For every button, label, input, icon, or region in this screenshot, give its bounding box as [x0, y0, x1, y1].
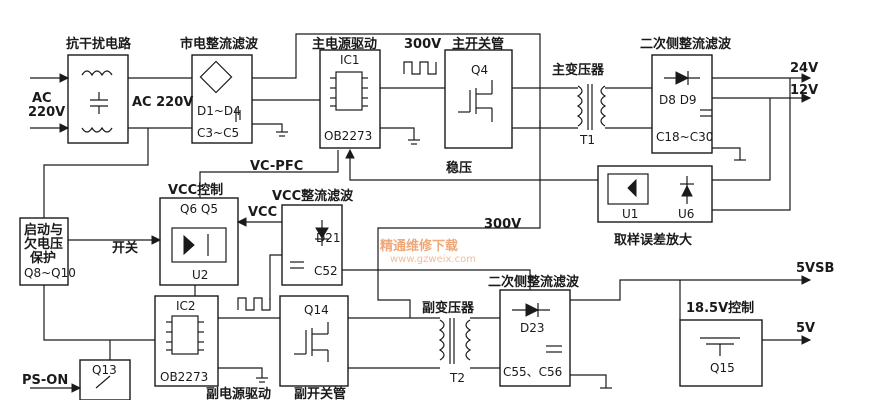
pwm-wave-top [403, 61, 437, 75]
ob2273-a-label: OB2273 [324, 129, 372, 143]
out-24v-label: 24V [790, 61, 818, 76]
ic1-block [319, 49, 381, 149]
c55c56-label: C55、C56 [503, 365, 562, 379]
optocoupler-icon [171, 227, 227, 263]
u2-label: U2 [192, 268, 208, 282]
diode-icon [512, 303, 550, 317]
mosfet-icon [700, 337, 740, 356]
transformer-secondary-icon [465, 319, 472, 361]
c18c30-label: C18~C30 [656, 130, 713, 144]
u6-label: U6 [678, 207, 694, 221]
v300-mid-label: 300V [484, 217, 521, 232]
arrows [59, 73, 812, 393]
vc-pfc-label: VC-PFC [250, 159, 303, 174]
c3c5-label: C3~C5 [197, 126, 239, 140]
v300-top-label: 300V [404, 37, 441, 52]
feedback-block [597, 165, 713, 223]
ic2-block [154, 295, 219, 387]
sample-amp-title: 取样误差放大 [614, 232, 692, 248]
q13-label: Q13 [92, 363, 117, 377]
ob2273-b-label: OB2273 [160, 370, 208, 384]
sec-rect-top-title: 二次侧整流滤波 [640, 36, 732, 52]
regulate-label: 稳压 [446, 160, 472, 176]
q6q5-label: Q6 Q5 [180, 202, 218, 216]
out-5v-label: 5V [796, 321, 815, 336]
startup-line2: 欠电压 [24, 236, 63, 252]
d23-label: D23 [520, 321, 545, 335]
mosfet-icon [294, 322, 329, 362]
vcc-rectifier-block [281, 204, 343, 286]
sec-rect-bottom-title: 二次侧整流滤波 [488, 274, 580, 290]
mosfet-icon [458, 80, 493, 122]
optocoupler-icon [607, 173, 649, 205]
bridge-rectifier-icon [199, 60, 233, 94]
inductor-icon [81, 70, 113, 77]
u1-label: U1 [622, 207, 638, 221]
main-transformer-title: 主变压器 [552, 62, 605, 78]
main-drive-title: 主电源驱动 [312, 36, 377, 52]
out-5vsb-label: 5VSB [796, 261, 834, 276]
transformer-primary-icon [576, 85, 583, 127]
q4-label: Q4 [471, 63, 488, 77]
pwm-waveform-icon [237, 297, 271, 311]
d21-label: D21 [316, 231, 341, 245]
startup-block [19, 217, 69, 286]
aux-transformer-title: 副变压器 [422, 300, 475, 316]
transformer-primary-icon [438, 319, 445, 361]
vcc-label: VCC [248, 205, 277, 220]
inductor-icon [81, 126, 113, 133]
t1-label: T1 [579, 133, 595, 147]
pwm-waveform-icon [403, 61, 437, 75]
mains-rect-title: 市电整流滤波 [180, 36, 259, 52]
q4-block [444, 49, 513, 149]
diode-icon [315, 220, 329, 246]
secondary-rectifier-bottom [499, 289, 571, 387]
transformer-t2 [438, 318, 472, 364]
zener-icon [680, 176, 694, 204]
switch-label: 开关 [112, 240, 138, 256]
q13-block [79, 359, 131, 400]
c52-label: C52 [314, 264, 338, 278]
vcc-rect-title: VCC整流滤波 [272, 188, 354, 204]
v220-label: 220V [28, 105, 65, 120]
ground-icon [256, 131, 746, 389]
watermark-text: 精通维修下载 [380, 238, 458, 254]
mains-rectifier-block [191, 54, 253, 144]
ic2-label: IC2 [176, 299, 196, 313]
ic-chip-icon [335, 71, 363, 111]
aux-drive-title: 副电源驱动 [206, 386, 271, 400]
aux-switch-title: 副开关管 [294, 386, 346, 400]
ic-chip-icon [171, 315, 199, 355]
out-12v-label: 12V [790, 83, 818, 98]
secondary-rectifier-top [651, 54, 713, 154]
transformer-t1 [576, 84, 607, 130]
diode-icon [664, 71, 700, 85]
vcc-control-block [159, 197, 239, 286]
d1d4-label: D1~D4 [197, 104, 241, 118]
ac-label: AC [32, 91, 52, 106]
startup-line4: Q8~Q10 [24, 266, 76, 280]
q14-block [279, 295, 349, 387]
transformer-secondary-icon [600, 85, 607, 127]
ac220-label: AC 220V [132, 95, 193, 110]
ic1-label: IC1 [340, 53, 360, 67]
ctrl-185-block [679, 319, 763, 387]
startup-line3: 保护 [29, 250, 56, 266]
q15-label: Q15 [710, 361, 735, 375]
ctrl-185-title: 18.5V控制 [686, 300, 754, 316]
startup-line1: 启动与 [24, 222, 63, 238]
main-switch-title: 主开关管 [452, 36, 504, 52]
pwm-wave-bottom [237, 297, 271, 311]
diagram-labels: 抗干扰电路 市电整流滤波 主电源驱动 300V 主开关管 主变压器 二次侧整流滤… [22, 36, 834, 400]
emi-filter-block [67, 54, 129, 144]
watermark-url: www.gzweix.com [390, 254, 476, 265]
t2-label: T2 [449, 371, 465, 385]
d8d9-label: D8 D9 [659, 93, 697, 107]
q14-label: Q14 [304, 303, 329, 317]
emi-title: 抗干扰电路 [66, 36, 132, 52]
vcc-ctrl-title: VCC控制 [168, 182, 223, 198]
ps-on-label: PS-ON [22, 373, 68, 388]
